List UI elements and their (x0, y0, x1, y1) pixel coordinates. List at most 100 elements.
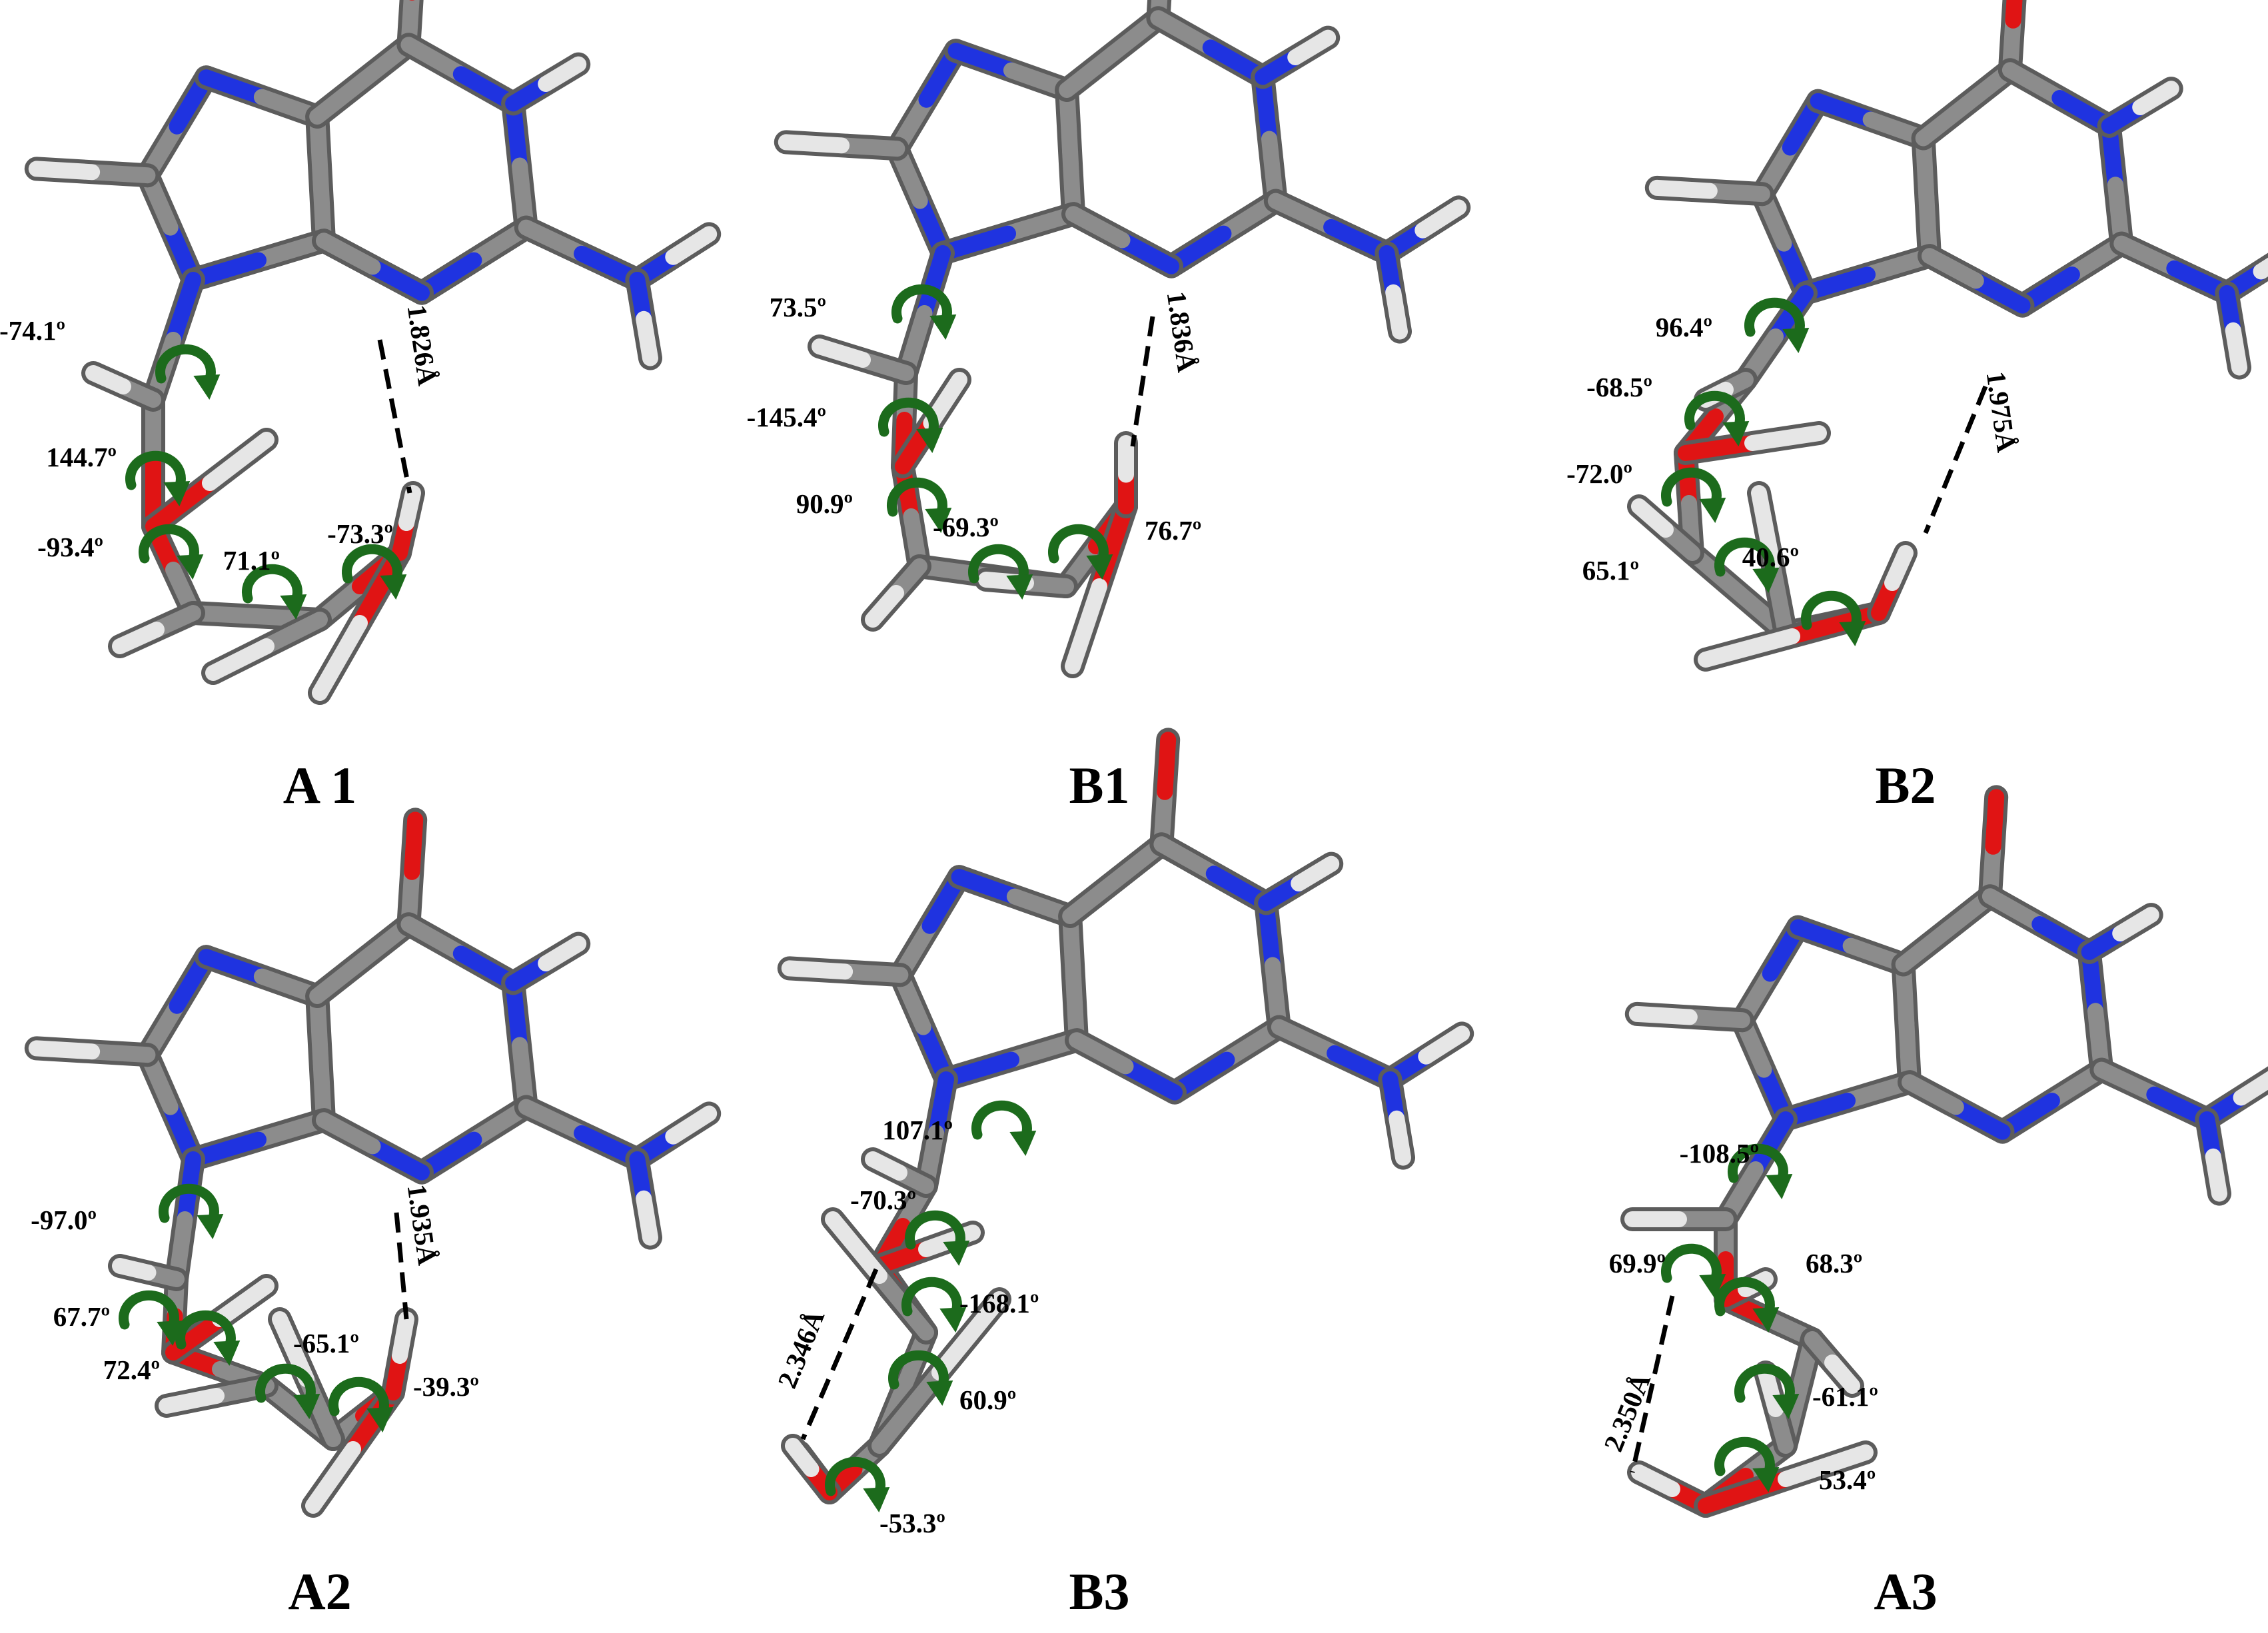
dihedral-angle-label: 53.4º (1819, 1464, 1876, 1495)
bond (181, 229, 336, 292)
dihedral-angle-label: -61.1º (1812, 1381, 1878, 1412)
bond (1263, 189, 1399, 265)
bond (1730, 915, 1810, 1033)
panel-caption: A3 (1874, 1562, 1937, 1620)
bond-hydrogen (1754, 1361, 1798, 1458)
bond (410, 215, 538, 305)
bond (943, 39, 1079, 102)
dihedral-angle-label: -72.0º (1566, 458, 1632, 489)
rotation-arrow-icon (328, 1376, 394, 1432)
dihedral-angle-label: 73.5º (770, 292, 826, 322)
hbond-distance-label: 2.350Å (1598, 1368, 1656, 1456)
bond (777, 956, 913, 987)
rotation-arrow-icon (891, 284, 957, 340)
dihedral-angle-label: 96.4º (1656, 312, 1712, 342)
dihedral-angle-label: -65.1º (293, 1328, 359, 1359)
bond (1911, 58, 2022, 151)
rotation-arrow-icon (241, 564, 307, 620)
bond (2089, 1057, 2219, 1131)
rotation-arrow-icon (1714, 1436, 1780, 1492)
bond (1058, 904, 1089, 1053)
rotation-arrow-icon (1800, 590, 1866, 646)
bond (2109, 231, 2239, 305)
panel-caption: B1 (1069, 756, 1129, 814)
rotation-arrow-icon (1734, 1363, 1800, 1419)
bond (165, 1147, 205, 1291)
bond (312, 229, 434, 305)
bond (194, 65, 330, 129)
bond (2077, 939, 2114, 1082)
rotation-arrow-icon (1684, 390, 1750, 446)
dihedral-angle-label: 76.7º (1145, 515, 1201, 546)
hydrogen-bond-line (800, 1268, 879, 1440)
dihedral-angle-label: 68.3º (1806, 1248, 1862, 1279)
bond (1159, 189, 1288, 278)
bond (1055, 78, 1085, 227)
rotation-arrow-icon (125, 450, 191, 506)
bond (1786, 915, 1916, 977)
bond (888, 865, 971, 987)
bond (774, 130, 909, 161)
rotation-arrow-icon (1714, 1277, 1780, 1333)
bond (1378, 1067, 1415, 1170)
dihedral-angle-label: 65.1º (1582, 555, 1639, 586)
bond-hydrogen (1800, 1327, 1864, 1398)
bond (1918, 244, 2035, 318)
rotation-arrow-icon (904, 1210, 970, 1266)
bond (305, 105, 336, 253)
bond (1163, 1015, 1291, 1105)
bond (396, 912, 526, 995)
dihedral-angle-label: -93.4º (37, 532, 103, 562)
dihedral-angle-label: -168.1º (959, 1288, 1039, 1319)
dihedral-angle-label: -73.3º (327, 518, 393, 549)
bond (1990, 1057, 2114, 1144)
bond (625, 1147, 662, 1250)
bond (1061, 202, 1183, 278)
dihedral-angle-label: 72.4º (103, 1355, 160, 1385)
bond-hydrogen (108, 601, 205, 658)
bond (625, 222, 722, 292)
bond (1624, 1001, 1754, 1033)
dihedral-angle-label: -53.3º (879, 1508, 945, 1538)
rotation-arrow-icon (118, 1290, 184, 1346)
dihedral-angle-label: 71.1º (223, 545, 280, 576)
dihedral-angle-label: 69.9º (1609, 1248, 1666, 1279)
hydrogen-bond-line (1130, 316, 1155, 447)
bond (410, 1095, 538, 1185)
hbond-distance-label: 2.346Å (772, 1305, 830, 1392)
rotation-arrow-icon (886, 477, 952, 533)
hbond-distance-label: 1.975Å (1981, 370, 2023, 454)
bond (2097, 113, 2134, 256)
hbond-distance-label: 1.826Å (402, 303, 444, 388)
guanine-core (24, 0, 722, 370)
bond (931, 202, 1085, 265)
bond (1978, 884, 2101, 964)
bond (501, 931, 591, 995)
panel-caption: A2 (288, 1562, 351, 1620)
bond (885, 137, 955, 265)
bond (305, 33, 421, 129)
bond (194, 945, 330, 1008)
guanine-core (774, 0, 1471, 344)
bond (514, 1095, 650, 1171)
dihedral-angle-label: -145.4º (747, 402, 826, 432)
bond-hydrogen (201, 608, 332, 685)
rotation-arrow-icon (1744, 297, 1810, 353)
panel-caption: B3 (1069, 1562, 1129, 1620)
bond (1149, 728, 1181, 857)
rotation-arrow-icon (901, 1277, 967, 1333)
bond (1267, 1015, 1403, 1091)
hydrogen-bond-line (394, 1212, 409, 1320)
dihedral-angle-label: 60.9º (959, 1384, 1016, 1415)
rotation-arrow-icon (1660, 1243, 1726, 1299)
rotation-arrow-icon (887, 1350, 953, 1406)
dihedral-angle-label: -70.3º (850, 1185, 916, 1215)
guanine-core (24, 808, 722, 1250)
bond (1891, 884, 2002, 977)
bond (1254, 851, 1344, 915)
bond-hydrogen (108, 1254, 189, 1291)
bond (1146, 6, 1275, 89)
rotation-arrow-icon (255, 1363, 320, 1419)
rotation-arrow-icon (971, 1100, 1037, 1156)
rotation-arrow-icon (1047, 524, 1113, 580)
